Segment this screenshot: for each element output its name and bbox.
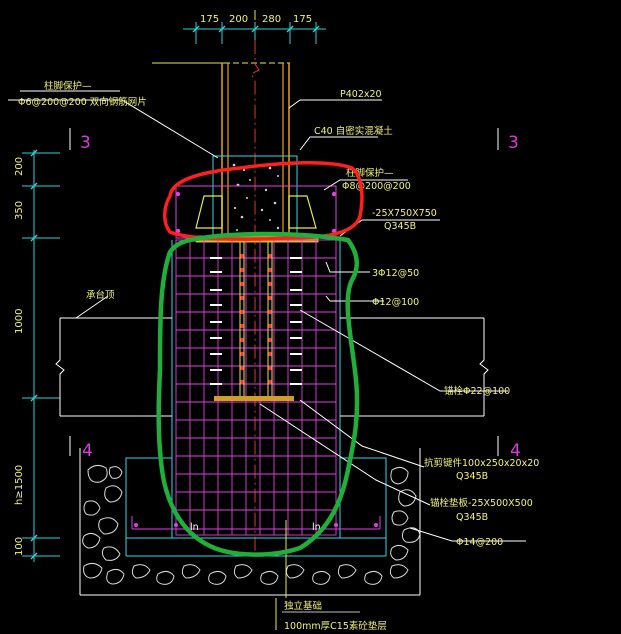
label-ln-right: ln	[312, 522, 321, 533]
top-dim-1: 175	[200, 14, 219, 25]
section-mark-3-right: 3	[508, 133, 519, 153]
label-left-ground: 承台顶	[86, 289, 115, 301]
anchor-plate	[214, 396, 294, 401]
label-foundation: 独立基础	[284, 600, 322, 612]
top-dim-3: 280	[262, 14, 281, 25]
label-stirrup-main: Φ12@100	[372, 297, 419, 308]
label-cushion: 100mm厚C15素砼垫层	[284, 620, 387, 632]
label-pipe-column: P402x20	[340, 89, 382, 100]
label-anchor-bolt: 锚栓Φ22@100	[444, 385, 510, 397]
left-dim-1: 200	[14, 157, 25, 176]
left-dim-4: h≥1500	[14, 465, 25, 505]
label-ln-left: ln	[190, 522, 199, 533]
green-annotation-loop	[156, 231, 360, 557]
left-dim-2: 350	[14, 201, 25, 220]
label-anchor-plate-grade: Q345B	[456, 512, 488, 523]
anchor-bolt-dots	[239, 253, 273, 385]
label-stirrup-top: 3Φ12@50	[372, 268, 419, 279]
concrete-fill-hatch	[232, 163, 280, 231]
section-mark-4-right: 4	[510, 441, 521, 461]
label-shear-key: 抗剪键件100x250x20x20	[424, 457, 539, 469]
left-dimension-chain	[22, 150, 60, 562]
label-shear-key-grade: Q345B	[456, 471, 488, 482]
label-pier-stirrup: Φ8@200@200	[342, 181, 411, 192]
pedestal-rebar-grid	[175, 239, 337, 536]
left-dim-3: 1000	[14, 309, 25, 334]
stirrup-ticks	[210, 257, 302, 385]
section-mark-3-left: 3	[80, 133, 91, 153]
label-base-plate-grade: Q345B	[384, 221, 416, 232]
rubble-fill	[82, 464, 421, 585]
section-mark-4-left: 4	[82, 441, 93, 461]
top-dim-4: 175	[293, 14, 312, 25]
label-bottom-bar: Φ14@200	[456, 537, 503, 548]
label-column-protection: 柱脚保护—	[44, 80, 92, 92]
label-concrete-fill: C40 自密实混凝土	[314, 125, 393, 137]
stiffener-plates	[195, 195, 317, 229]
label-anchor-plate: 锚栓垫板-25X500X500	[430, 497, 533, 509]
label-base-plate: -25X750X750	[372, 208, 437, 219]
label-mesh-spec: Φ6@200@200 双向钢筋网片	[18, 96, 147, 108]
red-annotation-loop	[163, 160, 364, 241]
top-dim-2: 200	[229, 14, 248, 25]
left-dim-5: 100	[14, 537, 25, 556]
